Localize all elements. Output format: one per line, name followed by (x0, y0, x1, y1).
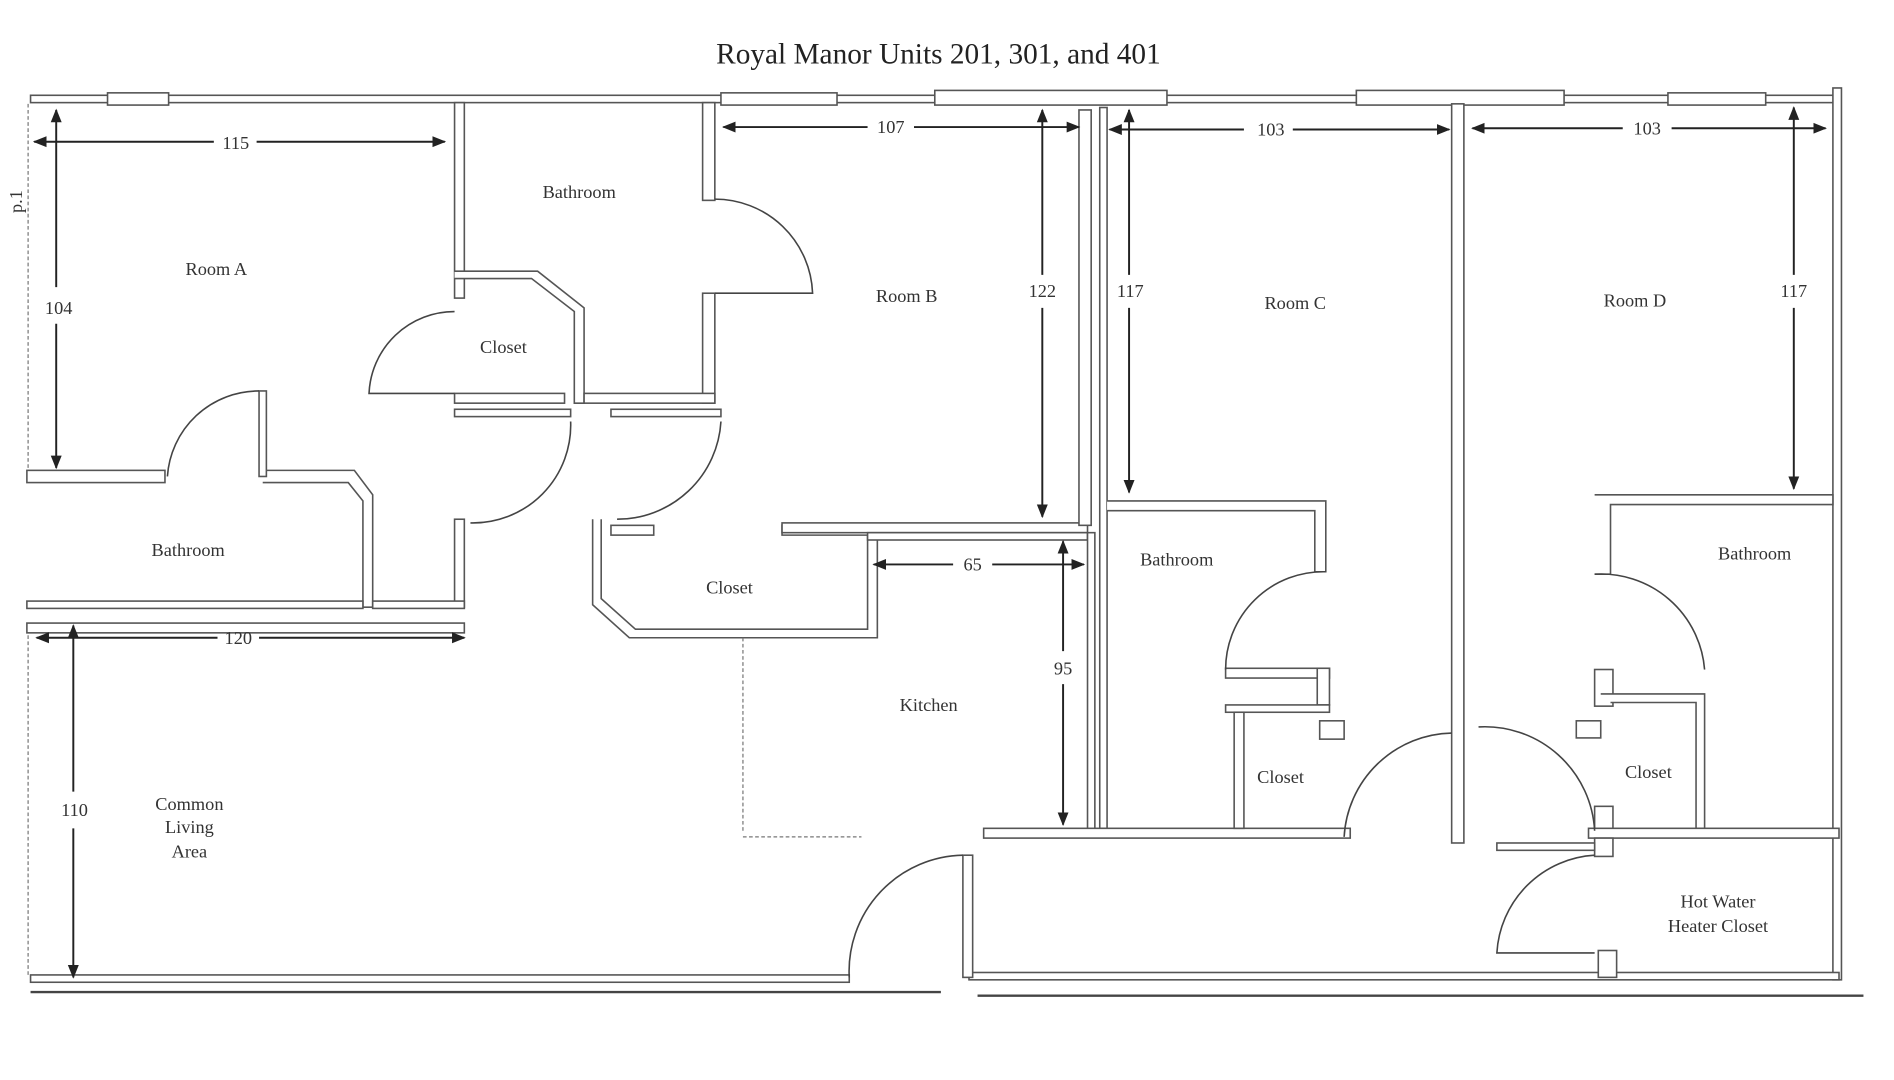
label-closet-d: Closet (1625, 762, 1672, 782)
dim-room-b-depth: 122 (1029, 281, 1056, 301)
label-common-line2: Living (165, 817, 214, 837)
room-labels: Room A Bathroom Closet Bathroom Room B C… (152, 182, 1792, 936)
label-hot-water-line2: Heater Closet (1668, 916, 1768, 936)
plan-title: Royal Manor Units 201, 301, and 401 (716, 39, 1161, 71)
label-kitchen: Kitchen (900, 695, 958, 715)
label-common-line3: Area (172, 842, 208, 862)
dim-kitchen-depth: 95 (1054, 658, 1072, 678)
label-closet-c: Closet (1257, 767, 1304, 787)
label-room-b: Room B (876, 286, 938, 306)
dim-kitchen-width: 65 (964, 555, 982, 575)
label-bathroom-a: Bathroom (152, 540, 225, 560)
wall-bottom-left (29, 974, 851, 984)
label-bathroom-top: Bathroom (543, 182, 616, 202)
label-room-c: Room C (1264, 293, 1326, 313)
window (720, 92, 838, 106)
dimension-labels: 115 104 107 122 103 117 103 117 120 110 … (45, 117, 1807, 820)
label-closet-b: Closet (706, 578, 753, 598)
window (1355, 89, 1565, 106)
label-bathroom-d: Bathroom (1718, 544, 1791, 564)
dim-room-a-depth: 104 (45, 298, 72, 318)
wall-right (1832, 87, 1843, 981)
window (1667, 92, 1767, 106)
label-hot-water-line1: Hot Water (1681, 892, 1756, 912)
dim-room-d-width: 103 (1633, 118, 1660, 138)
window (106, 92, 170, 106)
label-closet-a: Closet (480, 337, 527, 357)
walls (26, 87, 1864, 997)
label-room-a: Room A (185, 259, 247, 279)
dimension-lines (32, 106, 1827, 979)
dim-room-b-width: 107 (877, 117, 904, 137)
door-swings (166, 198, 1706, 978)
page-label: p.1 (6, 190, 26, 213)
window (933, 89, 1168, 106)
dim-common-depth: 110 (61, 800, 88, 820)
wall-bottom-right (968, 971, 1840, 981)
dim-room-c-width: 103 (1257, 120, 1284, 140)
dim-room-d-depth: 117 (1780, 281, 1807, 301)
dim-room-c-depth: 117 (1117, 281, 1144, 301)
dim-common-width: 120 (225, 628, 252, 648)
label-common-line1: Common (155, 794, 223, 814)
dim-room-a-width: 115 (222, 133, 249, 153)
label-bathroom-c: Bathroom (1140, 550, 1213, 570)
label-room-d: Room D (1604, 291, 1667, 311)
